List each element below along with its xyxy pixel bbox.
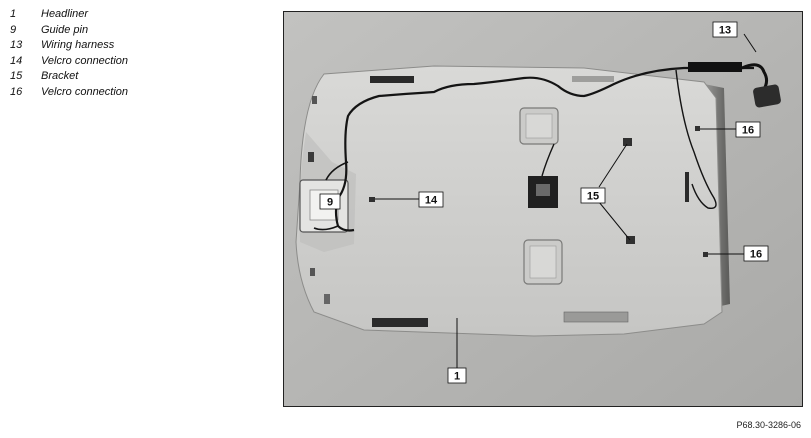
- legend: 1 Headliner 9 Guide pin 13 Wiring harnes…: [10, 7, 128, 100]
- legend-label: Velcro connection: [41, 54, 129, 67]
- callout-leader-15b: [598, 201, 631, 241]
- callout-9: 9: [327, 197, 333, 209]
- callout-box-14: [418, 191, 444, 208]
- legend-row: 1 Headliner: [10, 7, 128, 23]
- legend-number: 9: [10, 23, 17, 36]
- bracket-rear: [626, 236, 635, 244]
- callout-14: 14: [425, 195, 438, 207]
- legend-row: 14 Velcro connection: [10, 54, 128, 70]
- velcro-pad-16-upper: [695, 126, 700, 131]
- velcro-pad-14: [369, 197, 375, 202]
- callout-16a: 16: [742, 125, 754, 137]
- legend-number: 13: [10, 39, 23, 51]
- harness-connector: [753, 84, 781, 108]
- legend-label: Wiring harness: [41, 39, 115, 51]
- legend-number: 14: [10, 54, 23, 67]
- callout-13: 13: [719, 25, 731, 37]
- side-clip: [312, 96, 317, 104]
- wiring-harness-branch: [313, 225, 339, 231]
- side-clip: [308, 152, 314, 162]
- callout-box-13: [712, 21, 738, 38]
- legend-number: 16: [10, 85, 23, 98]
- rear-trim-strip: [372, 318, 428, 327]
- legend-row: 9 Guide pin: [10, 23, 128, 39]
- legend-number: 1: [10, 8, 17, 20]
- wiring-harness-branch: [675, 69, 717, 209]
- rear-console: [563, 311, 629, 323]
- control-unit-face: [536, 184, 550, 196]
- side-connector: [685, 172, 689, 202]
- front-trim-strip: [370, 76, 414, 83]
- legend-row: 15 Bracket: [10, 69, 128, 85]
- bracket-front: [623, 138, 632, 146]
- callout-box-1: [447, 367, 467, 384]
- reference-code: P68.30-3286-06: [736, 420, 801, 430]
- callout-leader-15a: [598, 143, 628, 188]
- front-lamp-inner: [525, 113, 553, 139]
- wiring-harness-branch: [541, 143, 555, 177]
- callout-box-15: [580, 187, 606, 204]
- headliner-figure: 13 16 14 9 15 16 1: [283, 11, 803, 407]
- callout-box-9: [319, 193, 341, 210]
- harness-sleeve: [688, 62, 742, 72]
- callout-1: 1: [454, 371, 460, 383]
- wiring-harness-branch: [325, 161, 349, 181]
- legend-label: Velcro connection: [41, 85, 129, 98]
- legend-label: Bracket: [41, 70, 79, 82]
- legend-label: Headliner: [41, 8, 89, 20]
- front-console: [572, 76, 614, 82]
- side-clip: [310, 268, 315, 276]
- callout-15: 15: [587, 191, 599, 203]
- callout-leader-13: [743, 33, 757, 53]
- legend-label: Guide pin: [41, 23, 89, 36]
- legend-row: 16 Velcro connection: [10, 85, 128, 101]
- side-clip: [324, 294, 330, 304]
- callout-16b: 16: [750, 249, 762, 261]
- velcro-pad-16-lower: [703, 252, 708, 257]
- legend-number: 15: [10, 70, 23, 82]
- callout-box-16b: [743, 245, 769, 262]
- rear-lamp-inner: [529, 245, 557, 279]
- headliner-illustration: 13 16 14 9 15 16 1: [284, 12, 802, 406]
- callout-box-16a: [735, 121, 761, 138]
- headliner: [295, 65, 723, 337]
- legend-row: 13 Wiring harness: [10, 38, 128, 54]
